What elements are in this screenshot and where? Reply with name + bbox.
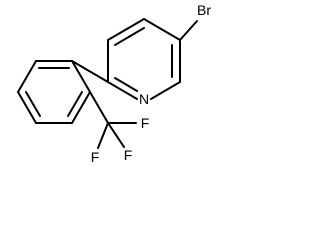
chemical-structure: Br N F F F [17, 2, 211, 165]
structure-canvas: Br N F F F [17, 2, 211, 165]
fluorine-label-3: F [124, 147, 133, 163]
benzene-bond-2 [17, 60, 37, 93]
benzene-bond-5 [71, 91, 91, 124]
fluorine-label-1: F [141, 115, 150, 131]
benzene-bond-3 [17, 91, 37, 124]
carbon-fluorine-bond-2 [97, 122, 109, 149]
bromine-label: Br [197, 2, 211, 18]
pyridine-bond-n-c1 [107, 81, 138, 100]
benzene-bond-3-inner [25, 91, 41, 117]
aryl-cf3-bond [89, 91, 109, 124]
carbon-bromine-bond [179, 20, 198, 41]
nitrogen-label: N [139, 91, 149, 107]
benzene-bond-6 [71, 60, 91, 93]
pyridine-bond-c3-c4 [143, 18, 181, 41]
fluorine-label-2: F [91, 149, 100, 165]
biaryl-bond [71, 60, 109, 83]
pyridine-bond-c5-c6 [150, 81, 181, 100]
benzene-bond-5-inner [67, 91, 83, 117]
pyridine-bond-n-c1-inner [114, 77, 138, 92]
pyridine-bond-c2-c3-inner [114, 27, 145, 46]
carbon-fluorine-bond-3 [107, 122, 125, 148]
pyridine-bond-c2-c3 [107, 18, 145, 41]
